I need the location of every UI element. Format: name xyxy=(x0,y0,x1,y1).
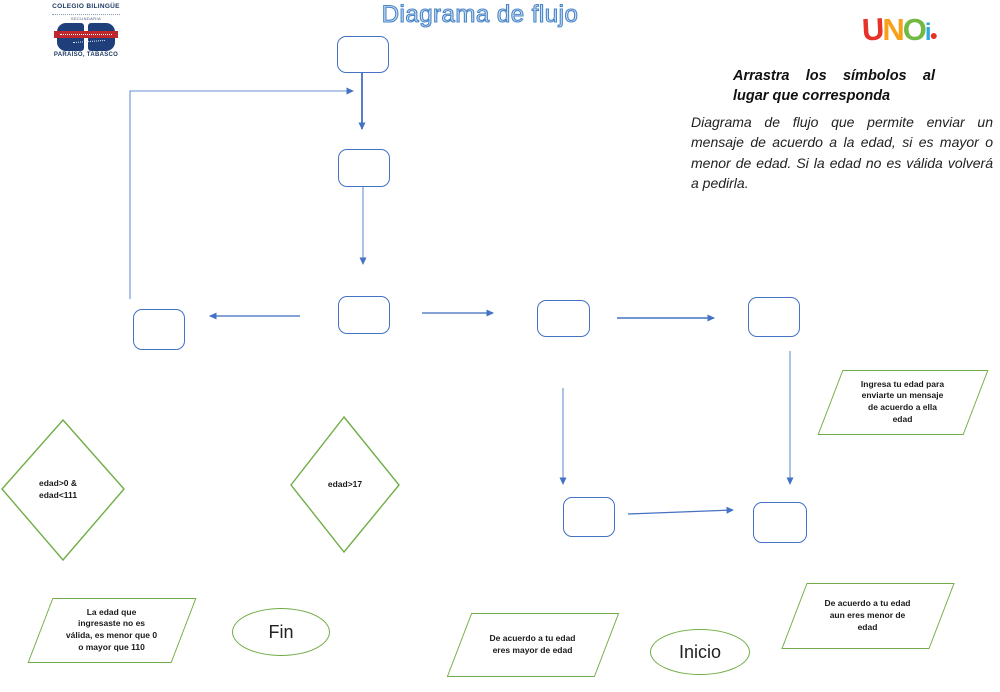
brand-letter: U xyxy=(861,11,884,48)
io-input-label: Ingresa tu edad para enviarte un mensaje… xyxy=(860,378,945,425)
io-invalid-label: La edad que ingresaste no es válida, es … xyxy=(65,606,158,653)
start-label: Inicio xyxy=(678,641,722,662)
drop-target-4[interactable] xyxy=(338,296,390,334)
shape-io-invalid[interactable]: La edad que ingresaste no es válida, es … xyxy=(27,598,197,663)
unoi-logo: UNOi● xyxy=(861,11,939,48)
drop-target-8[interactable] xyxy=(753,502,807,543)
connector-feedback-loop xyxy=(129,87,354,299)
instructions-body: Diagrama de flujo que permite enviar un … xyxy=(691,114,993,191)
diamond-outline xyxy=(1,418,125,562)
drop-target-1[interactable] xyxy=(337,36,389,73)
io-minor-label: De acuerdo a tu edad aun eres menor de e… xyxy=(824,598,911,632)
shape-decision-adult[interactable]: edad>17 xyxy=(290,415,400,554)
drop-target-7[interactable] xyxy=(563,497,615,537)
brand-letter: i xyxy=(924,19,932,46)
drop-target-3[interactable] xyxy=(133,309,185,350)
io-adult-label: De acuerdo a tu edad eres mayor de edad xyxy=(489,633,576,655)
school-logo: COLEGIO BILINGÜE SECUNDARIA PARAÍSO, TAB… xyxy=(38,3,134,58)
shape-io-minor-message[interactable]: De acuerdo a tu edad aun eres menor de e… xyxy=(781,583,955,649)
drop-target-5[interactable] xyxy=(537,300,590,337)
connector-bottom-right xyxy=(627,506,734,515)
school-subtitle-micro xyxy=(52,11,120,15)
end-label: Fin xyxy=(268,621,294,642)
shape-io-adult-message[interactable]: De acuerdo a tu edad eres mayor de edad xyxy=(446,613,620,677)
decision-adult-label: edad>17 xyxy=(327,478,363,489)
brand-dot: ● xyxy=(929,27,939,43)
drop-target-6[interactable] xyxy=(748,297,800,337)
instructions-heading: Arrastra los símbolos al lugar que corre… xyxy=(733,68,935,105)
diamond-outline xyxy=(290,415,400,554)
brand-letter: N xyxy=(882,12,904,47)
drop-target-2[interactable] xyxy=(338,149,390,187)
school-name: COLEGIO BILINGÜE xyxy=(52,3,120,10)
brand-letter: O xyxy=(902,12,927,47)
shape-terminator-start[interactable]: Inicio xyxy=(650,629,750,675)
shape-io-input[interactable]: Ingresa tu edad para enviarte un mensaje… xyxy=(817,370,989,435)
school-emblem-icon xyxy=(54,23,118,51)
decision-range-label: edad>0 & edad<111 xyxy=(39,478,78,500)
shape-terminator-end[interactable]: Fin xyxy=(232,608,330,656)
school-location: PARAÍSO, TABASCO xyxy=(53,52,119,58)
page-title: Diagrama de flujo xyxy=(381,0,579,28)
shape-decision-range[interactable]: edad>0 & edad<111 xyxy=(1,418,125,562)
school-level: SECUNDARIA xyxy=(70,16,102,21)
